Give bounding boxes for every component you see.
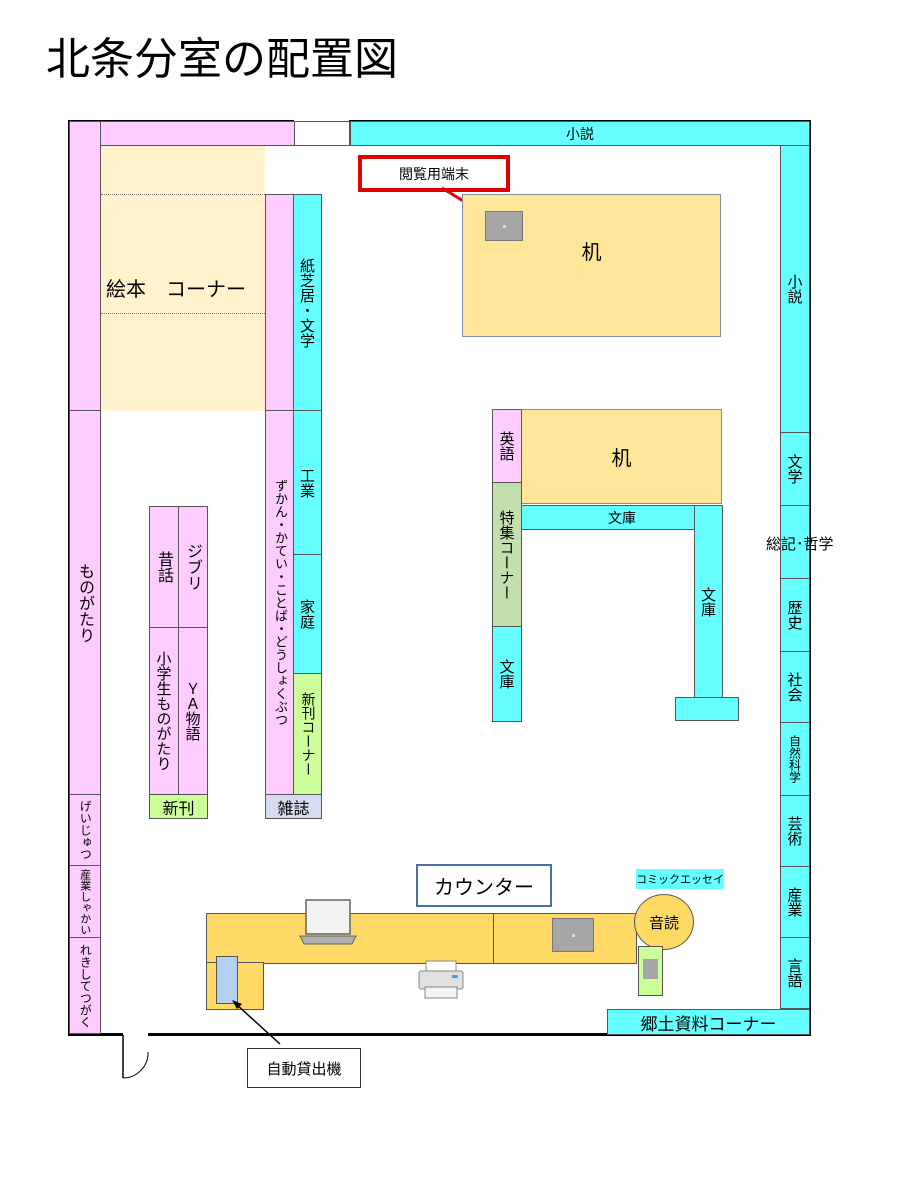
shelf-tokushu: 特集コーナー: [492, 482, 522, 627]
auto-lend-label: 自動貸出機: [247, 1048, 361, 1088]
shelf-shogakusei: 小学生ものがたり: [149, 627, 179, 795]
shelf-novel-right: 小説: [780, 145, 810, 433]
shelf-kamishibai: 紙芝居・文学: [293, 194, 322, 411]
auto-lend-machine: [216, 956, 238, 1004]
picture-book-label: 絵本 コーナー: [106, 277, 246, 301]
shelf-kougyo: 工業: [293, 410, 322, 555]
shelf-rekishi: 歴史: [780, 578, 810, 652]
terminal-label: 閲覧用端末: [358, 155, 510, 192]
shelf-left-upper: [69, 121, 101, 411]
shelf-zukan-upper: [265, 194, 294, 411]
shelf-ghibli: ジブリ: [178, 506, 208, 628]
counter-label: カウンター: [416, 864, 552, 907]
shelf-zasshi: 雑誌: [265, 794, 322, 819]
entrance-box: [293, 121, 350, 146]
shelf-eigo: 英語: [492, 409, 522, 483]
comic-essay-label: コミックエッセイ: [636, 869, 724, 889]
desk-2: 机: [521, 409, 722, 504]
shelf-bunko-left: 文庫: [492, 626, 522, 722]
shelf-bunko-top: 文庫: [521, 505, 723, 530]
shelf-bunko-base: [675, 697, 739, 721]
shelf-shizen: 自然科学: [780, 722, 810, 796]
door-swing: [122, 1035, 149, 1079]
shelf-bungaku: 文学: [780, 432, 810, 506]
shelf-monogatari: ものがたり: [69, 410, 101, 795]
printer-icon: [418, 960, 464, 999]
page-title: 北条分室の配置図: [46, 34, 398, 85]
shelf-rekishi-kids: れきしてつがく: [69, 937, 101, 1034]
shelf-novel-top-label: 小説: [566, 126, 594, 143]
shelf-geijutsu: 芸術: [780, 795, 810, 867]
laptop-icon: [299, 899, 357, 945]
shelf-shakai: 社会: [780, 651, 810, 723]
shelf-katei: 家庭: [293, 554, 322, 674]
wall-bottom-left: [68, 1033, 123, 1036]
shelf-novel-top: 小説: [350, 121, 810, 146]
shelf-mukashibanashi: 昔話: [149, 506, 179, 628]
shelf-geijutsu-kids: げいじゅつ: [69, 794, 101, 866]
terminal-monitor-icon: [485, 211, 523, 241]
shelf-bunko-right: 文庫: [694, 505, 723, 698]
picture-book-divider-2: [101, 313, 265, 314]
auto-lend-pointer: [232, 1000, 281, 1045]
shelf-kyodo: 郷土資料コーナー: [607, 1009, 810, 1035]
ondoku-booth: 音読: [634, 894, 694, 950]
shelf-sangyo-kids: 産業しゃかい: [69, 865, 101, 938]
picture-book-corner: [101, 146, 265, 411]
monitor-icon: [552, 918, 594, 952]
shelf-souki-label: 総記･哲学: [766, 535, 834, 553]
ondoku-device: [638, 946, 663, 996]
wall-bottom-right: [148, 1033, 811, 1036]
shelf-shinkan-corner: 新刊コーナー: [293, 673, 322, 795]
shelf-left-top: [69, 121, 295, 146]
shelf-sangyo: 産業: [780, 866, 810, 938]
picture-book-divider-1: [101, 194, 265, 195]
shelf-gengo: 言語: [780, 937, 810, 1009]
shelf-shinkan: 新刊: [149, 794, 208, 819]
shelf-ya: ＹＡ物語: [178, 627, 208, 795]
shelf-zukan: ずかん・かてい・ことば・どうしょくぶつ: [265, 410, 294, 795]
